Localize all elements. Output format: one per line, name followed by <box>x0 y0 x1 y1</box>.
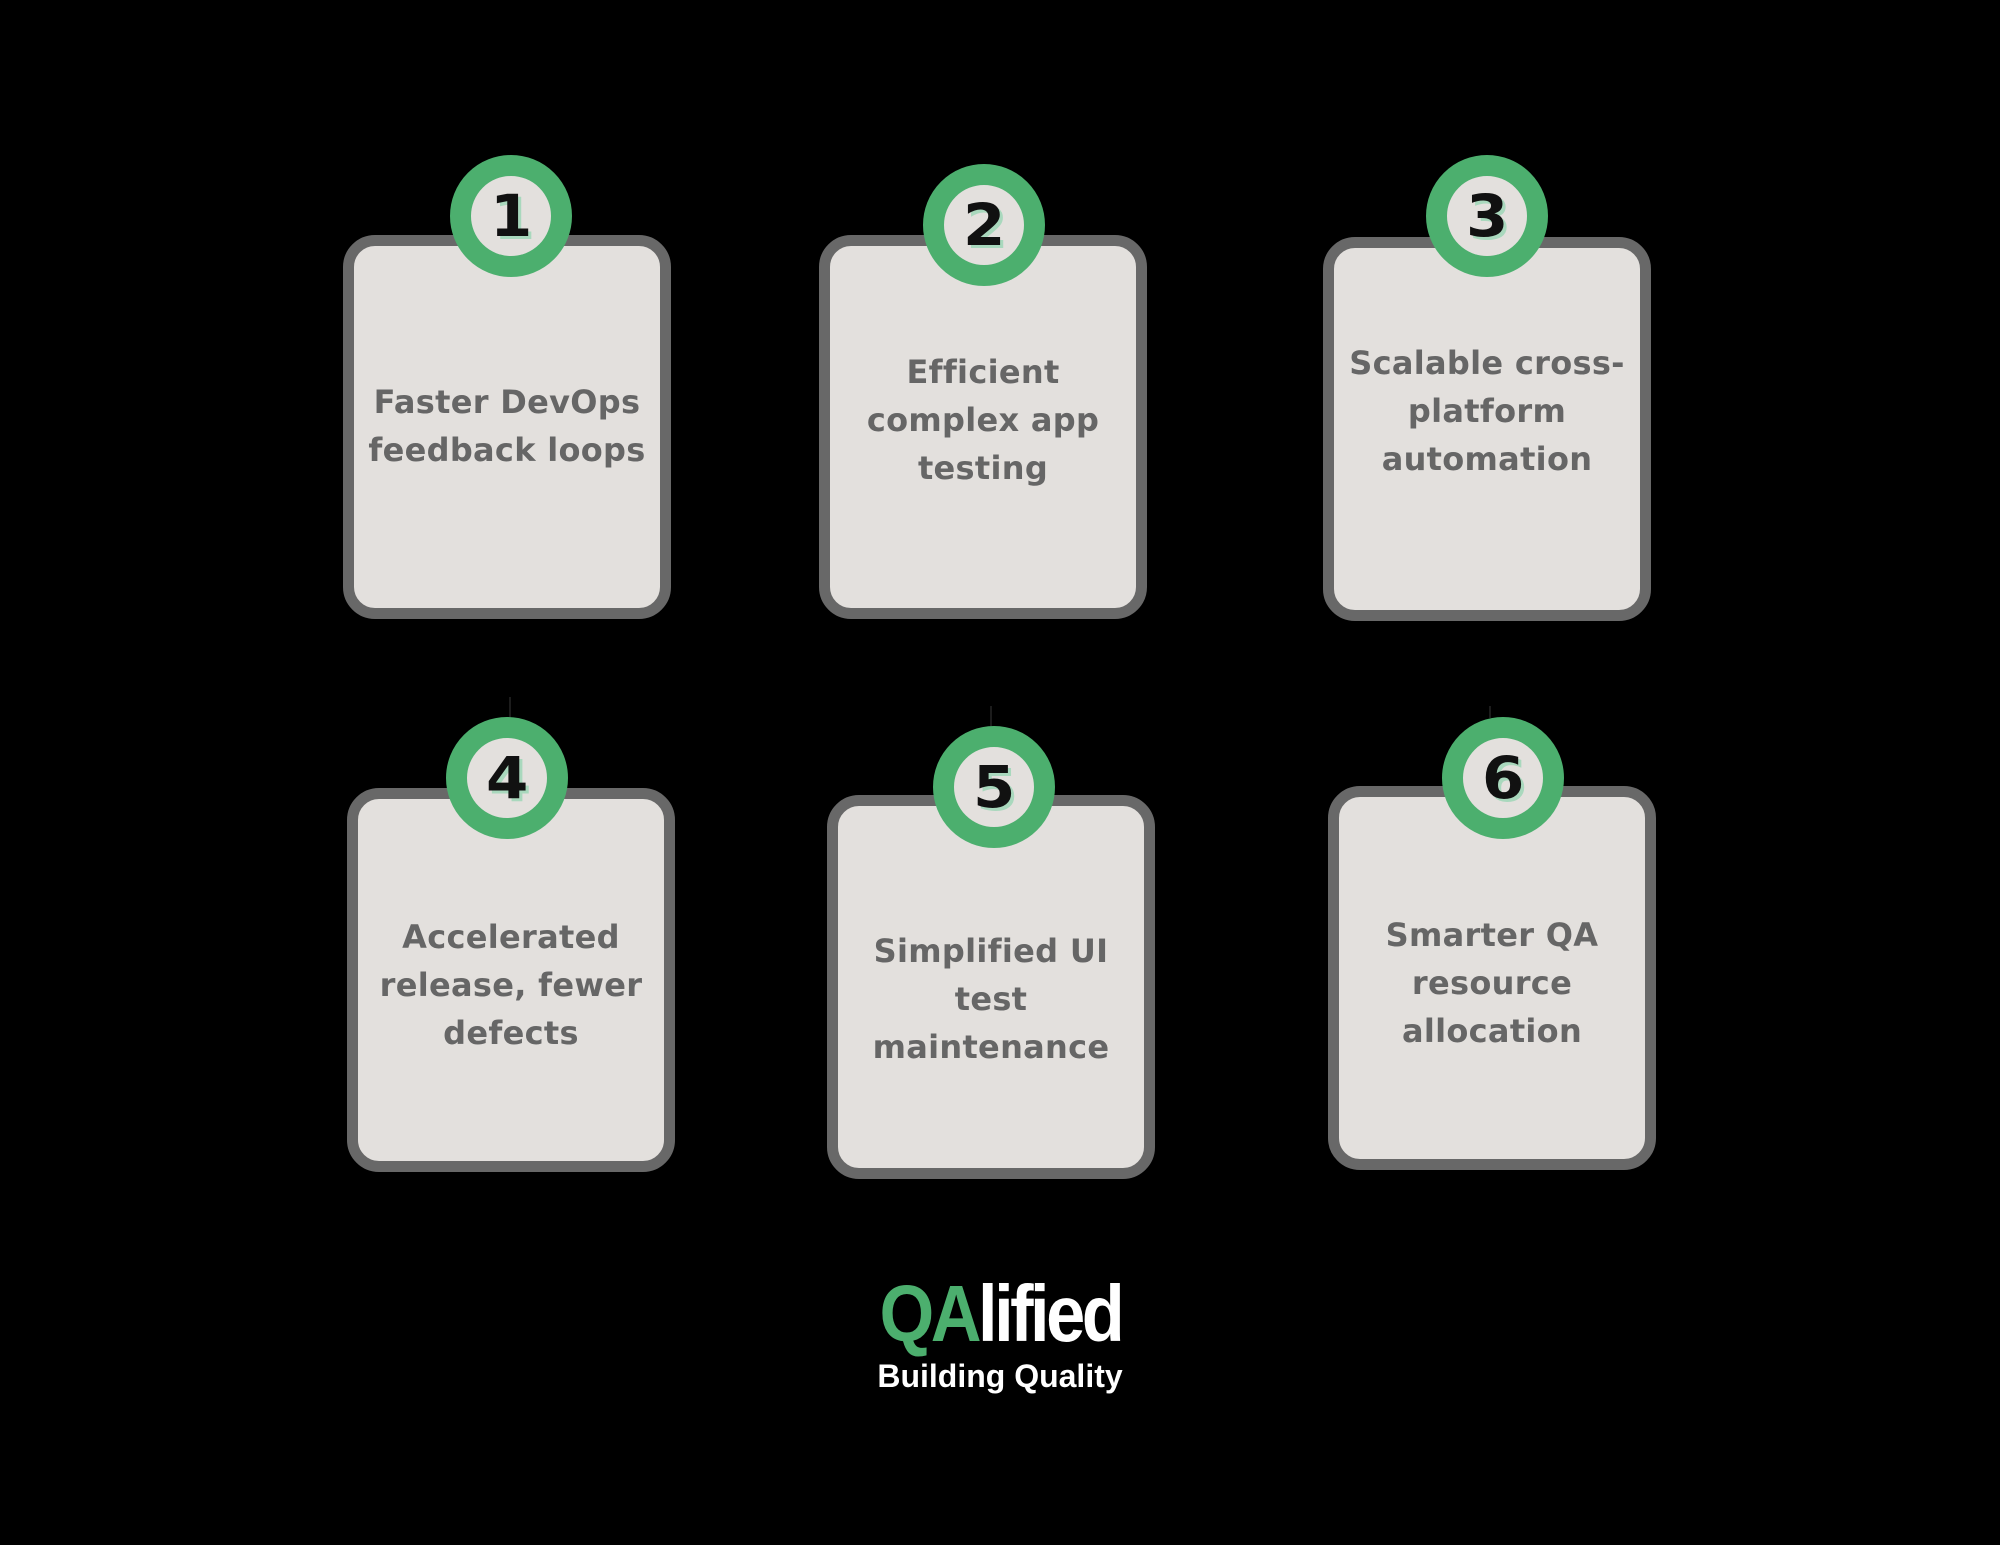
number-4-icon: 4 <box>485 744 529 812</box>
card-1-text: Faster DevOps feedback loops <box>368 383 646 469</box>
card-4: Accelerated release, fewer defects <box>347 788 675 1172</box>
logo-tagline: Building Quality <box>877 1358 1123 1394</box>
hanger-line-6 <box>1489 706 1491 718</box>
logo-qa: QA <box>879 1269 981 1358</box>
card-1: Faster DevOps feedback loops <box>343 235 671 619</box>
number-badge-3: 3 <box>1426 155 1548 277</box>
card-2-text: Efficient complex app testing <box>866 353 1100 487</box>
hanger-line-5 <box>990 706 992 728</box>
card-6-text: Smarter QA resource allocation <box>1385 916 1599 1050</box>
number-2-icon: 2 <box>962 191 1006 259</box>
card-5: Simplified UI test maintenance <box>827 795 1155 1179</box>
number-5-icon: 5 <box>972 753 1016 821</box>
card-3: Scalable cross- platform automation <box>1323 237 1651 621</box>
number-3-icon: 3 <box>1465 182 1509 250</box>
number-1-icon: 1 <box>489 182 533 250</box>
hanger-line-4 <box>509 697 511 719</box>
number-badge-4: 4 <box>446 717 568 839</box>
logo-wordmark: QAlified <box>879 1269 1125 1358</box>
number-badge-2: 2 <box>923 164 1045 286</box>
brand-logo: QAlified Building Quality <box>0 1269 2000 1395</box>
number-badge-5: 5 <box>933 726 1055 848</box>
number-badge-6: 6 <box>1442 717 1564 839</box>
card-2: Efficient complex app testing <box>819 235 1147 619</box>
card-4-text: Accelerated release, fewer defects <box>379 918 643 1052</box>
card-6: Smarter QA resource allocation <box>1328 786 1656 1170</box>
logo-lified: lified <box>977 1269 1125 1358</box>
card-3-text: Scalable cross- platform automation <box>1349 344 1625 478</box>
card-5-text: Simplified UI test maintenance <box>872 932 1110 1066</box>
number-6-icon: 6 <box>1481 744 1525 812</box>
number-badge-1: 1 <box>450 155 572 277</box>
